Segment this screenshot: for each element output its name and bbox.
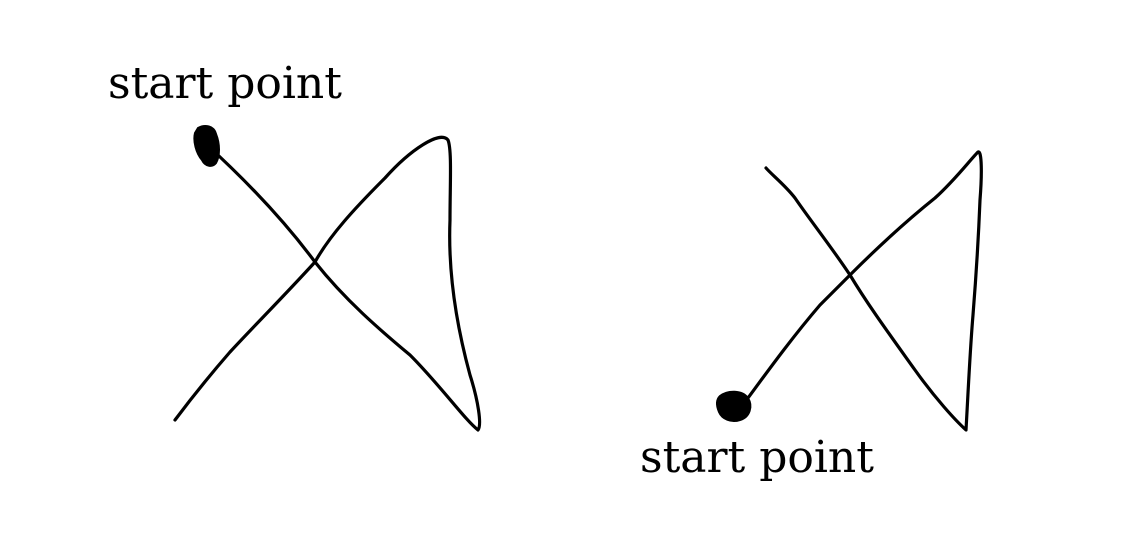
start-point-dot-left: [193, 125, 220, 167]
start-point-label-left: start point: [108, 58, 342, 109]
figure-left: [173, 125, 482, 432]
start-point-label-right: start point: [640, 432, 874, 483]
figure-right-path: [743, 150, 983, 432]
figure-left-path: [173, 135, 482, 432]
figure-right: [715, 150, 983, 432]
start-point-dot-right: [715, 390, 752, 422]
